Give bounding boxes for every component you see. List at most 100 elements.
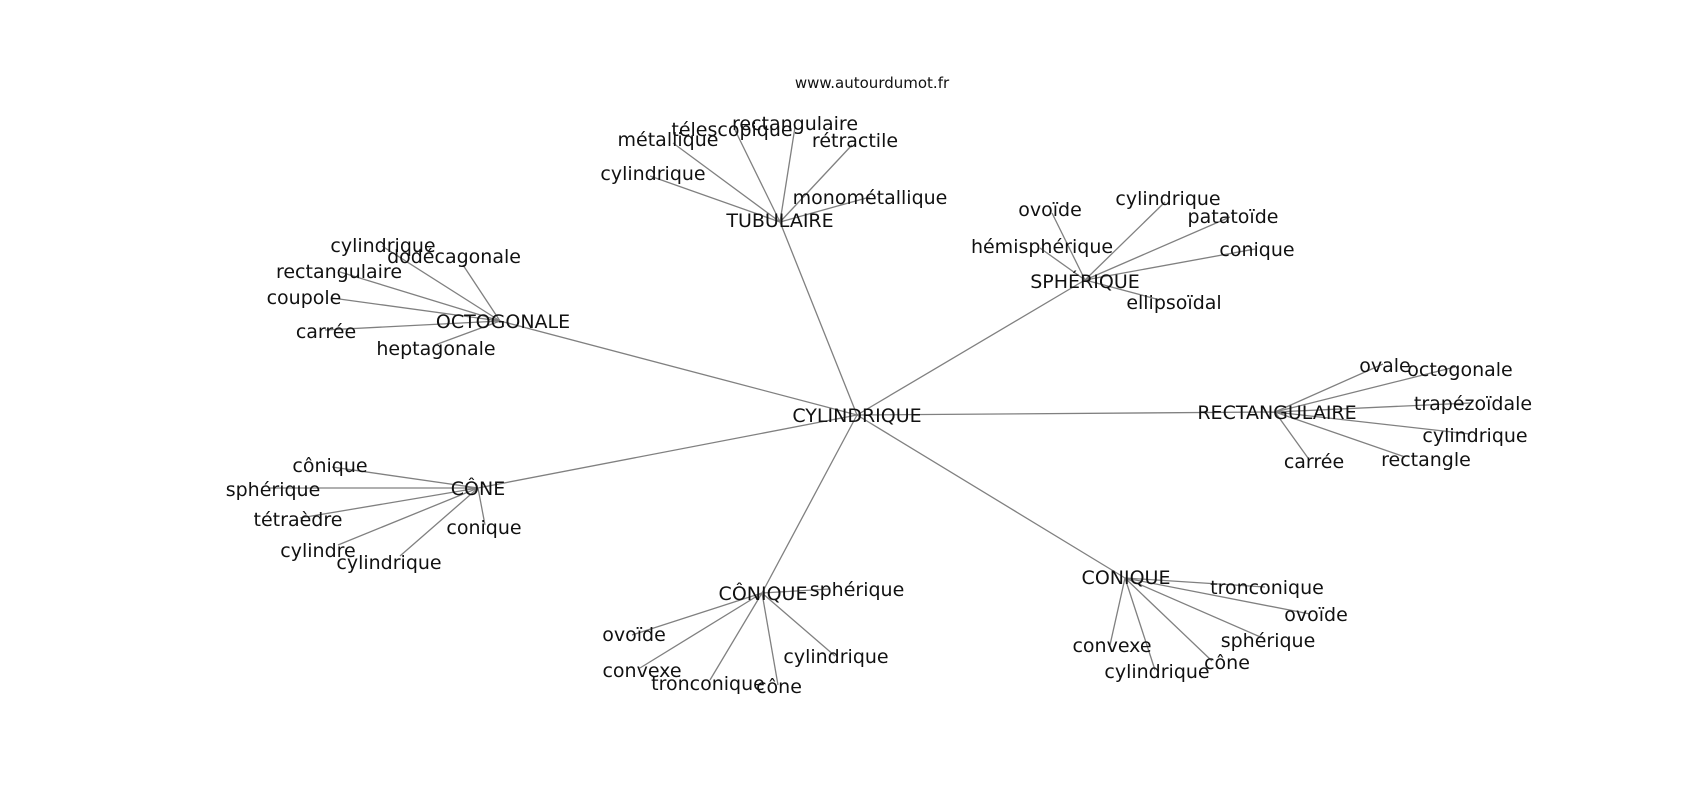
leaf-node: cône	[1204, 652, 1250, 674]
leaf-node: cylindrique	[1115, 188, 1220, 210]
leaf-node: tronconique	[1210, 577, 1324, 599]
leaf-node: rétractile	[812, 130, 898, 152]
edge-spherique-leaf	[1084, 279, 1161, 301]
edge-rectangulaire-leaf	[1274, 411, 1471, 435]
leaf-node: cylindrique	[783, 646, 888, 668]
edge-tubulaire-leaf	[779, 196, 871, 223]
cluster-spherique: SPHÉRIQUE ovoïde cylindrique patatoïde h…	[971, 188, 1295, 314]
leaf-node: ellipsoïdal	[1126, 292, 1221, 314]
edge-conique-leaf	[1124, 577, 1311, 615]
edge-root-tubulaire	[779, 221, 858, 416]
root-edges	[477, 221, 1276, 594]
leaf-node: cylindrique	[1104, 661, 1209, 683]
hub-node: RECTANGULAIRE	[1197, 402, 1356, 424]
hub-node: SPHÉRIQUE	[1030, 270, 1139, 293]
cluster-conique-accent: CÔNIQUE sphérique ovoïde convexe troncon…	[602, 579, 904, 698]
leaf-node: conique	[1219, 239, 1294, 261]
root-node: CYLINDRIQUE	[792, 405, 921, 427]
edge-cone-leaf	[337, 487, 479, 546]
leaf-node: cylindrique	[1422, 425, 1527, 447]
edge-tubulaire-leaf	[779, 126, 796, 223]
edge-root-rectangulaire	[856, 411, 1276, 416]
leaf-node: coupole	[267, 287, 342, 309]
leaf-node: octogonale	[1407, 359, 1512, 381]
edge-conique-accent-leaf	[761, 592, 779, 686]
edge-cone-leaf	[331, 466, 479, 489]
leaf-node: carrée	[296, 321, 356, 343]
edge-cone-leaf	[299, 487, 479, 519]
leaf-edges	[270, 126, 1471, 686]
leaf-node: sphérique	[1221, 630, 1316, 652]
edge-spherique-leaf	[1084, 201, 1166, 281]
leaf-node: cylindrique	[336, 552, 441, 574]
edge-octogonale-leaf	[331, 297, 501, 322]
leaf-node: patatoïde	[1188, 206, 1279, 228]
leaf-node: ovale	[1359, 355, 1410, 377]
edge-root-cone	[477, 414, 858, 489]
leaf-node: dodécagonale	[387, 246, 521, 268]
edge-octogonale-leaf	[324, 320, 501, 331]
leaf-node: sphérique	[810, 579, 905, 601]
edge-octogonale-leaf	[381, 245, 501, 322]
edge-rectangulaire-leaf	[1274, 366, 1456, 413]
leaf-node: ovoïde	[1284, 604, 1348, 626]
hub-node: CONIQUE	[1082, 567, 1171, 589]
edge-tubulaire-leaf	[649, 175, 781, 223]
edge-rectangulaire-leaf	[1274, 402, 1471, 413]
edge-octogonale-leaf	[434, 320, 501, 346]
site-credit: www.autourdumot.fr	[795, 74, 950, 92]
edge-octogonale-leaf	[462, 264, 501, 322]
edge-spherique-leaf	[1039, 247, 1086, 281]
leaf-node: rectangulaire	[732, 113, 858, 135]
leaf-node: cônique	[292, 455, 367, 477]
cluster-octogonale: OCTOGONALE cylindrique dodécagonale rect…	[267, 235, 571, 360]
edge-conique-leaf	[1124, 577, 1266, 640]
edge-spherique-leaf	[1084, 216, 1231, 281]
edge-spherique-leaf	[1051, 212, 1086, 281]
edge-spherique-leaf	[1084, 248, 1256, 281]
cluster-tubulaire: TUBULAIRE rectangulaire télescopique mét…	[600, 113, 947, 232]
edge-root-conique-accent	[761, 414, 858, 594]
leaf-node: tétraèdre	[254, 509, 343, 531]
hub-node: CÔNIQUE	[719, 581, 808, 605]
leaf-node: rectangulaire	[276, 261, 402, 283]
edge-conique-accent-leaf	[631, 592, 763, 636]
edge-conique-leaf	[1124, 577, 1156, 671]
edge-conique-leaf	[1124, 577, 1266, 588]
edge-conique-leaf	[1109, 577, 1126, 646]
edge-rectangulaire-leaf	[1274, 411, 1406, 458]
leaf-node: ovoïde	[1018, 199, 1082, 221]
edge-tubulaire-leaf	[672, 142, 781, 223]
leaf-node: métallique	[618, 129, 719, 151]
leaf-node: rectangle	[1381, 449, 1471, 471]
leaf-node: trapézoïdale	[1414, 393, 1532, 415]
leaf-node: hémisphérique	[971, 236, 1113, 258]
edge-rectangulaire-leaf	[1274, 411, 1309, 459]
edge-tubulaire-leaf	[779, 144, 853, 223]
hub-node: TUBULAIRE	[725, 210, 833, 232]
leaf-node: conique	[446, 517, 521, 539]
cluster-conique: CONIQUE tronconique ovoïde sphérique con…	[1072, 567, 1347, 683]
edge-octogonale-leaf	[339, 271, 501, 322]
leaf-node: convexe	[1072, 635, 1151, 657]
edge-conique-accent-leaf	[761, 588, 831, 594]
leaf-node: sphérique	[226, 479, 321, 501]
leaf-node: heptagonale	[376, 338, 495, 360]
leaf-node: télescopique	[671, 119, 792, 141]
edge-conique-accent-leaf	[709, 592, 763, 681]
cluster-rectangulaire: RECTANGULAIRE ovale octogonale trapézoïd…	[1197, 355, 1532, 473]
leaf-node: cylindre	[280, 540, 355, 562]
edge-conique-accent-leaf	[639, 592, 763, 669]
edge-cone-leaf	[399, 487, 479, 557]
edge-tubulaire-leaf	[734, 129, 781, 223]
leaf-node: monométallique	[793, 187, 948, 209]
edge-root-octogonale	[499, 320, 858, 416]
leaf-node: carrée	[1284, 451, 1344, 473]
leaf-node: convexe	[602, 660, 681, 682]
cluster-cone: CÔNE cônique sphérique tétraèdre cylindr…	[226, 455, 522, 574]
edge-conique-accent-leaf	[761, 592, 836, 657]
edge-root-spherique	[856, 279, 1086, 416]
edge-cone-leaf	[477, 487, 486, 526]
leaf-node: ovoïde	[602, 624, 666, 646]
